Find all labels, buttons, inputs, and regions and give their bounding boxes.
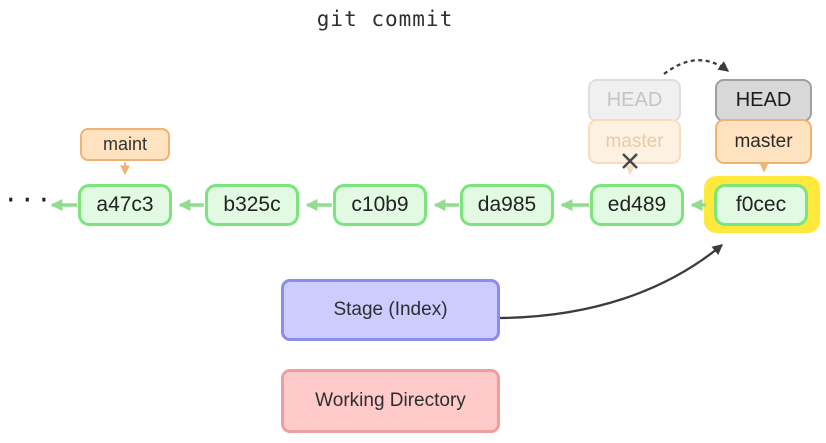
commit-node: b325c (205, 184, 299, 226)
branch-label-master-old: master (588, 119, 681, 164)
stage-index-box: Stage (Index) (281, 279, 500, 341)
diagram-title: git commit (316, 7, 454, 31)
commit-node-current: f0cec (714, 184, 808, 226)
head-label-old: HEAD (588, 79, 681, 122)
branch-label-master: master (715, 119, 812, 164)
head-label: HEAD (715, 79, 812, 122)
branch-label-maint: maint (80, 128, 170, 161)
working-directory-box: Working Directory (281, 369, 500, 433)
commit-node: ed489 (590, 184, 684, 226)
history-ellipsis: ··· (6, 183, 56, 218)
head-move-arrow (663, 59, 730, 75)
commit-node: da985 (460, 184, 554, 226)
commit-node: a47c3 (78, 184, 172, 226)
commit-node: c10b9 (333, 184, 427, 226)
stage-to-commit-arrow (499, 244, 724, 320)
